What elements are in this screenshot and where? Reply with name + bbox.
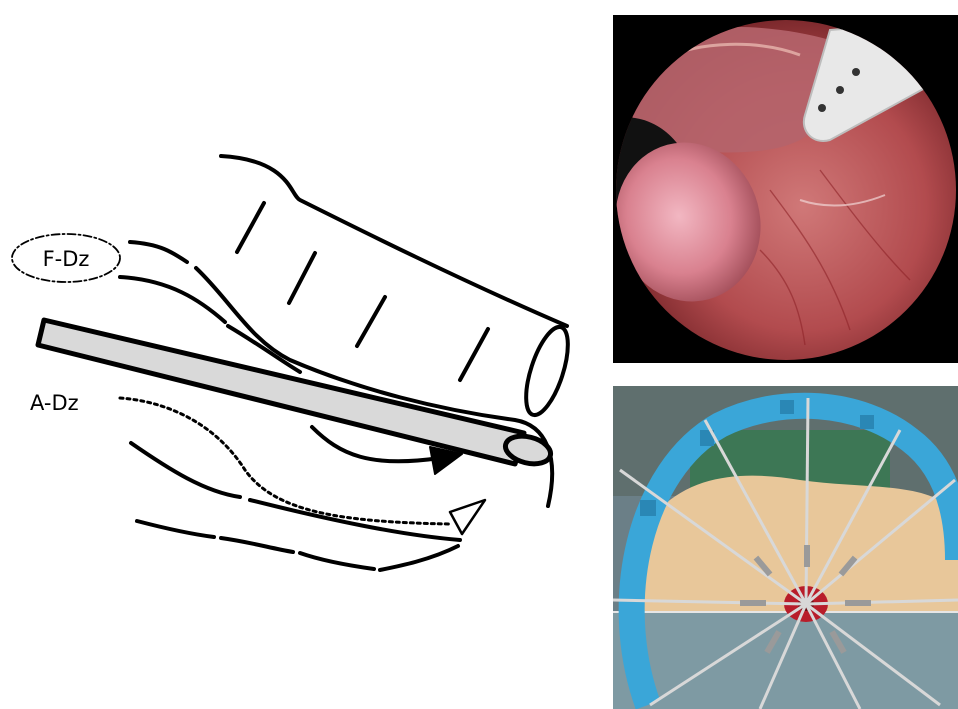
lower-curve-2	[137, 521, 458, 570]
bowel-upper-wall	[221, 156, 567, 326]
endoscopic-image	[598, 15, 958, 363]
lower-curve-1	[131, 443, 460, 540]
bowel-lumen-opening	[518, 322, 577, 419]
instrument-shaft	[38, 320, 524, 464]
schematic-diagram	[12, 156, 576, 570]
fdz-label: F-Dz	[43, 247, 90, 271]
open-arrowhead-icon	[450, 500, 485, 534]
adz-label: A-Dz	[30, 391, 79, 415]
operative-photo	[613, 386, 958, 709]
